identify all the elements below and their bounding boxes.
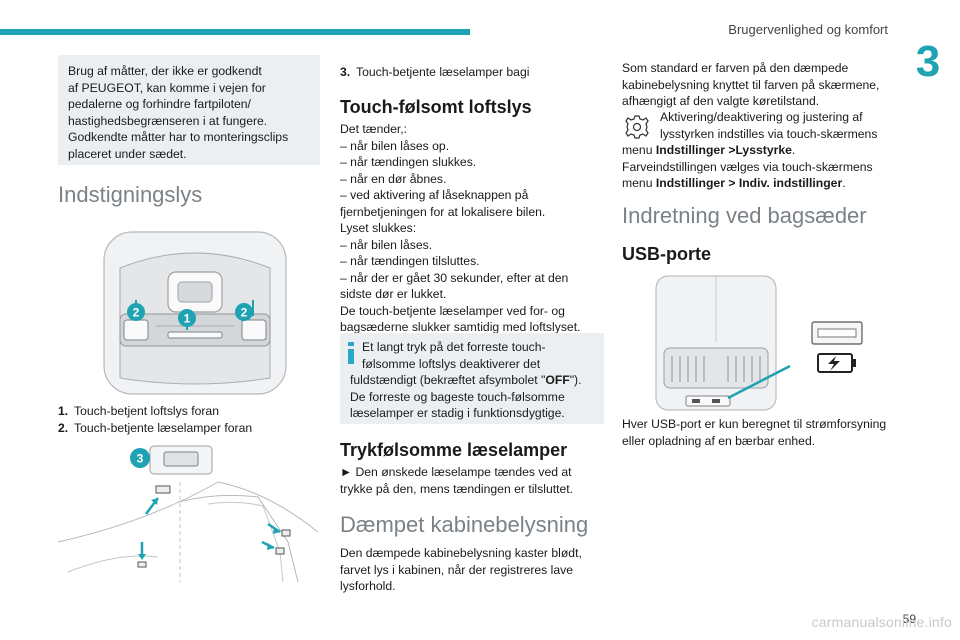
chapter-number: 3 — [915, 37, 941, 86]
menu-path: Indstillinger > Indiv. indstillinger — [655, 176, 843, 190]
note-line: Brug af måtter, der ikke er godkendt — [68, 64, 262, 78]
badge-3 — [130, 448, 150, 468]
section-heading-usb-porte: USB-porte — [622, 244, 711, 264]
note-box: Brug af måtter, der ikke er godkendt af … — [58, 55, 320, 165]
loftslys-paragraph: Det tænder,: – når bilen låses op. – når… — [340, 121, 580, 336]
header-accent-bar — [0, 29, 470, 35]
text-line: Aktivering/deaktivering og justering af — [660, 110, 863, 124]
info-line: Et langt tryk på det forreste touch- — [362, 340, 546, 354]
text-line: afhængigt af den valgte køretilstand. — [622, 94, 820, 108]
info-icon — [348, 342, 354, 364]
badge-1 — [178, 309, 196, 327]
text-line: lysstyrken indstilles via touch-skærmens — [660, 126, 878, 141]
note-line: placeret under sædet. — [68, 146, 187, 161]
text-line: De touch-betjente læselamper ved for- og — [340, 303, 565, 318]
off-symbol-text: OFF — [545, 373, 570, 387]
kabinebelysning-paragraph: Den dæmpede kabinebelysning kaster blødt… — [340, 545, 582, 595]
usb-ports-figure — [655, 275, 863, 411]
text-line: Farveindstillingen vælges via touch-skær… — [622, 159, 873, 174]
watermark: carmanualsonline.info — [811, 614, 952, 630]
note-line: pedalerne og forhindre fartpiloten/ — [68, 97, 251, 111]
text-line: lysforhold. — [340, 579, 396, 593]
text-line: kabinebelysning knyttet til farven på sk… — [622, 77, 880, 92]
section-heading-laeselamper: Trykfølsomme læselamper — [340, 440, 568, 460]
badge-label: 2 — [133, 306, 140, 320]
usb-paragraph: Hver USB-port er kun beregnet til strømf… — [622, 416, 886, 449]
menu-path: Indstillinger >Lysstyrke — [655, 143, 792, 157]
settings-paragraph: Aktivering/deaktivering og justering af … — [622, 109, 877, 192]
legend-text: Touch-betjent loftslys foran — [74, 404, 219, 418]
badge-2-right — [235, 303, 253, 321]
text-line: bagsæderne slukker samtidig med loftslys… — [340, 320, 581, 334]
section-heading-indretning-bagsaeder: Indretning ved bagsæder — [622, 203, 867, 228]
standard-color-paragraph: Som standard er farven på den dæmpede ka… — [622, 60, 879, 110]
badge-2-left — [127, 303, 145, 321]
text-line: Som standard er farven på den dæmpede — [622, 61, 849, 75]
item-3: 3. Touch-betjente læselamper bagi — [340, 64, 529, 81]
text-line: – når bilen låses op. — [340, 138, 450, 153]
text-line: menu Indstillinger >Lysstyrke. — [622, 142, 877, 159]
note-line: Godkendte måtter har to monteringsclips — [68, 130, 289, 144]
text-line: – når en dør åbnes. — [340, 171, 447, 186]
badge-label: 3 — [137, 452, 144, 466]
battery-charging-icon — [817, 353, 856, 373]
section-heading-indstigningslys: Indstigningslys — [58, 182, 203, 207]
badge-label: 1 — [184, 312, 191, 326]
menu-text: . — [842, 176, 846, 190]
text-line: – når bilen låses. — [340, 237, 433, 252]
header-title: Brugervenlighed og komfort — [728, 22, 888, 37]
text-line: – ved aktivering af låseknappen på — [340, 188, 529, 202]
note-line: hastighedsbegrænseren i at fungere. — [68, 113, 268, 128]
info-text: fuldstændigt (bekræftet afsymbolet " — [350, 373, 546, 387]
menu-text: . — [791, 143, 796, 157]
text-line: farvet lys i kabinen, når der registrere… — [340, 562, 574, 577]
text-line: Hver USB-port er kun beregnet til strømf… — [622, 417, 887, 431]
legend-number: 2. — [58, 420, 69, 435]
text-line: fjernbetjeningen for at lokalisere bilen… — [340, 204, 546, 219]
rear-reading-lamps-figure: 3 — [58, 445, 318, 582]
text-line: trykke på den, mens tændingen er tilslut… — [340, 481, 574, 496]
figure-legend: 1. Touch-betjent loftslys foran 2. Touch-b… — [58, 403, 252, 436]
info-line: fuldstændigt (bekræftet afsymbolet "OFF"… — [350, 372, 594, 389]
gear-icon — [622, 112, 652, 142]
text-line: Lyset slukkes: — [340, 221, 417, 235]
legend-text: Touch-betjente læselamper foran — [74, 420, 253, 435]
section-heading-daempet-kabinebelysning: Dæmpet kabinebelysning — [340, 512, 589, 537]
info-line: De forreste og bageste touch-følsomme — [350, 389, 565, 404]
info-line: læselamper er stadig i funktionsdygtige. — [350, 406, 565, 420]
item-text: Touch-betjente læselamper bagi — [356, 65, 530, 79]
legend-number: 1. — [58, 404, 69, 418]
info-text: "). — [569, 373, 582, 387]
note-line: af PEUGEOT, kan komme i vejen for — [68, 80, 266, 95]
text-line: – når tændingen tilsluttes. — [340, 254, 480, 268]
laeselamper-paragraph: ► Den ønskede læselampe tændes ved at tr… — [340, 464, 573, 497]
text-line: Den dæmpede kabinebelysning kaster blødt… — [340, 546, 582, 560]
page-number: 59 — [902, 612, 916, 626]
text-line: Det tænder,: — [340, 122, 408, 136]
text-line: menu Indstillinger > Indiv. indstillinge… — [622, 175, 877, 192]
badge-label: 2 — [241, 306, 248, 320]
text-line: ► Den ønskede læselampe tændes ved at — [340, 465, 572, 479]
info-line: følsomme loftslys deaktiverer det — [362, 356, 541, 371]
menu-text: menu — [622, 176, 656, 190]
item-number: 3. — [340, 65, 351, 79]
text-line: – når tændingen slukkes. — [340, 155, 477, 169]
front-ceiling-light-figure: 2 1 2 — [103, 231, 287, 395]
menu-text: menu — [622, 143, 656, 157]
text-line: sidste dør er lukket. — [340, 287, 447, 301]
text-line: – når der er gået 30 sekunder, efter at … — [340, 270, 569, 285]
text-line: eller opladning af en bærbar enhed. — [622, 433, 816, 448]
section-heading-touch-loftslys: Touch-følsomt loftslys — [340, 97, 532, 117]
info-box: Et langt tryk på det forreste touch- føl… — [340, 333, 604, 424]
